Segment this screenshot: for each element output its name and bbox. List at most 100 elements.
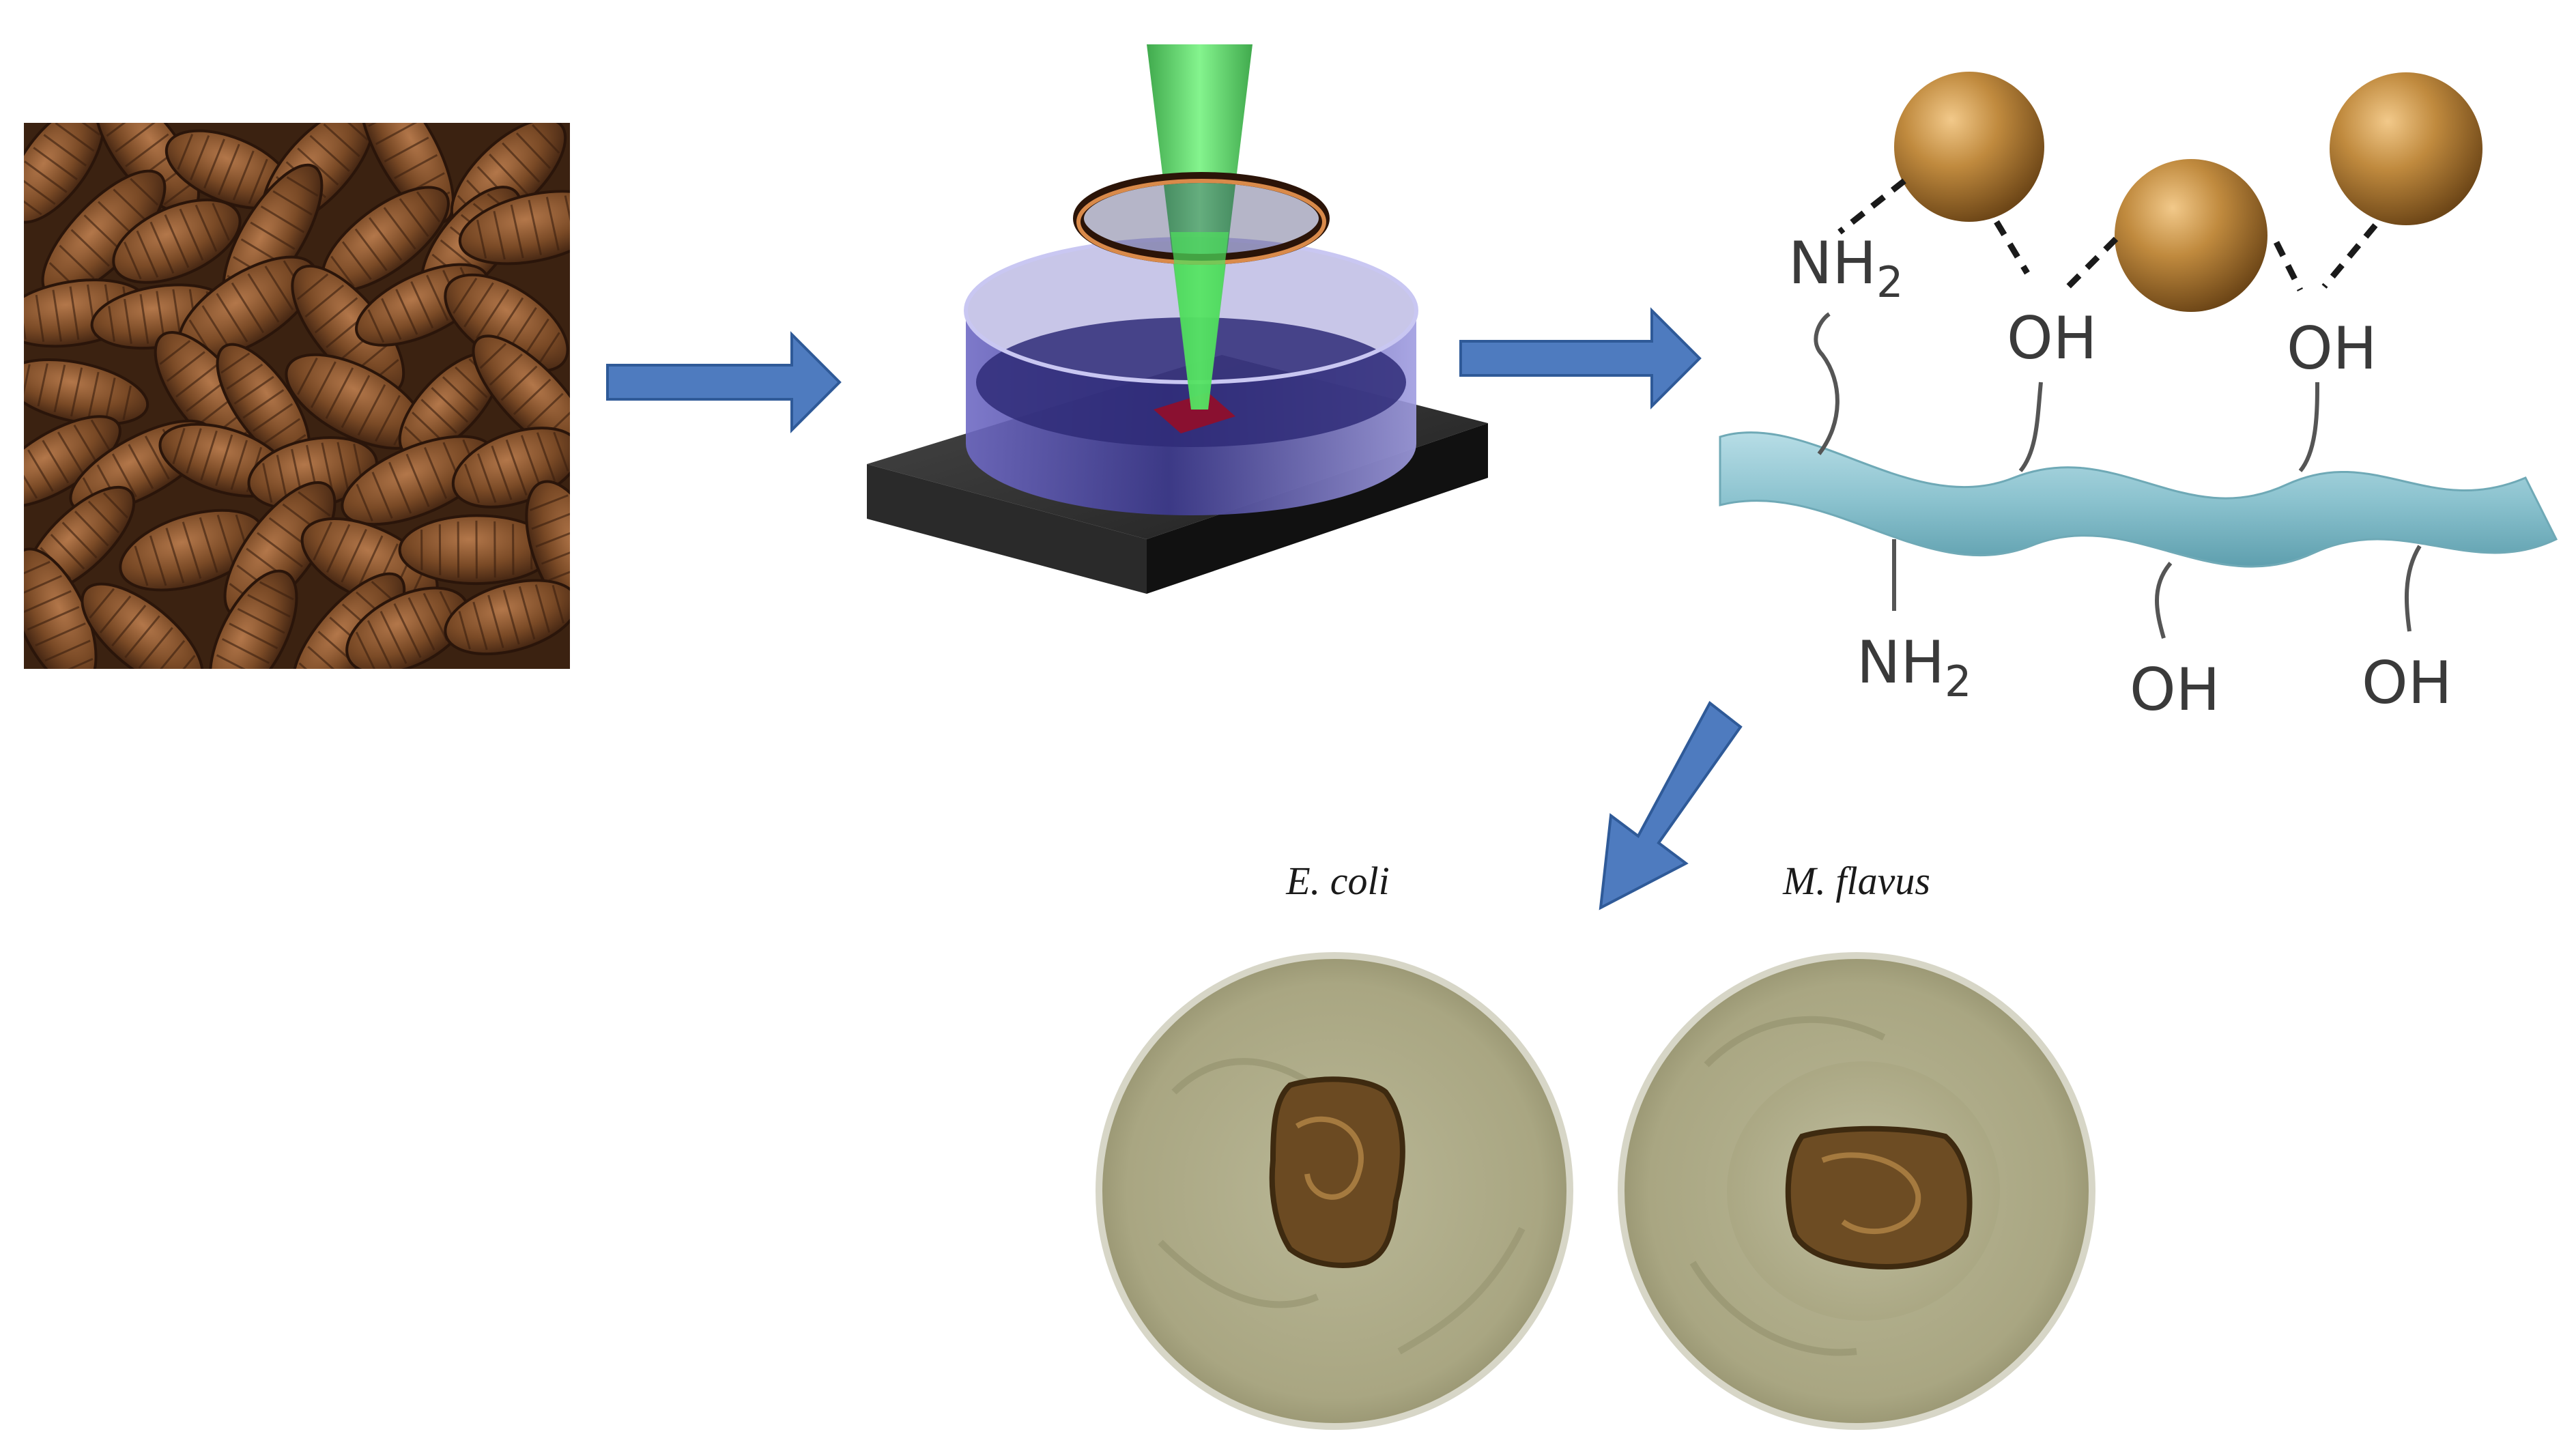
- pupa-segment: [195, 204, 218, 252]
- pupa-segment: [87, 500, 119, 534]
- pupa-segment: [584, 197, 592, 235]
- pupa-segment: [564, 195, 570, 244]
- pupa-segment: [200, 430, 218, 481]
- pupa-segment: [356, 483, 373, 522]
- pupa-segment: [175, 363, 218, 398]
- pupa-segment: [229, 622, 278, 650]
- pupa-segment: [153, 640, 186, 669]
- pupa-segment: [257, 532, 303, 568]
- pupa-segment: [216, 654, 260, 669]
- label-m-flavus: M. flavus: [1782, 859, 1930, 903]
- pupa-segment: [52, 289, 62, 342]
- pupa-segment: [356, 535, 384, 591]
- pupa-segment: [416, 191, 441, 223]
- pupa-segment: [53, 364, 66, 413]
- pupa-segment: [296, 273, 329, 300]
- pupa-segment: [124, 242, 142, 280]
- arrow-down-left: [1599, 700, 1743, 910]
- label-oh-bottom-1: OH: [2130, 656, 2220, 724]
- pupa-segment: [371, 472, 393, 519]
- pupa-segment: [297, 147, 339, 186]
- pupa-segment: [33, 147, 78, 181]
- pupa-segment: [165, 528, 185, 584]
- pupa-segment: [68, 123, 100, 136]
- pupa-segment: [393, 603, 422, 659]
- pupa-segment: [136, 230, 159, 278]
- pupa-segment: [59, 244, 95, 279]
- pupa-segment: [90, 419, 111, 450]
- pupa-segment: [442, 376, 479, 412]
- pupa-segment: [341, 375, 371, 429]
- pupa-segment: [325, 367, 354, 419]
- pupa-segment: [548, 558, 570, 582]
- label-nh2-bottom: NH2: [1857, 629, 1971, 706]
- pupa-segment: [367, 620, 392, 669]
- pupa-segment: [111, 605, 147, 647]
- pupa-segment: [104, 377, 116, 421]
- antibacterial-plates: E. coli M. flavus: [1096, 859, 2095, 1430]
- pupa-segment: [381, 298, 402, 340]
- pupa-segment: [399, 198, 429, 238]
- pupa-segment: [247, 273, 280, 323]
- pupa-segment: [24, 191, 42, 216]
- pupa-segment: [264, 266, 294, 311]
- pupa-segment: [55, 123, 95, 152]
- pupa-segment: [35, 294, 45, 342]
- pupa-segment: [134, 545, 149, 586]
- pupa-segment: [323, 123, 360, 158]
- pupa-segment: [212, 203, 230, 241]
- pupa-segment: [463, 282, 494, 328]
- plate-e-coli: [1096, 952, 1573, 1430]
- chitosan-chain: NH2 OH OH NH2 OH OH: [1719, 72, 2558, 724]
- pupa-segment: [363, 90, 394, 107]
- nanoparticle-1: [1894, 72, 2044, 222]
- pupa-segment: [341, 241, 372, 281]
- pupa-segment: [541, 541, 570, 565]
- pupa-segment: [513, 378, 552, 416]
- pupa-segment: [515, 132, 551, 169]
- pupa-segment: [552, 584, 564, 624]
- pupa-segment: [61, 521, 98, 559]
- sample-disc-2: [1785, 1125, 1973, 1269]
- pupa-segment: [203, 139, 225, 189]
- pupa-segment: [172, 289, 182, 339]
- pupa-segment: [130, 177, 159, 206]
- pupa-segment: [326, 523, 351, 573]
- arrow-right-1: [606, 331, 842, 433]
- pupa-segment: [89, 588, 115, 619]
- pupa-segment: [37, 363, 48, 407]
- pupa-segment: [375, 394, 401, 442]
- pupa-segment: [357, 384, 386, 436]
- pupa-segment: [489, 353, 523, 386]
- label-e-coli: E. coli: [1285, 859, 1389, 903]
- label-oh-top-2: OH: [2287, 315, 2377, 383]
- pupa-segment: [216, 293, 248, 343]
- pupa-segment: [199, 517, 218, 573]
- pupa-segment: [510, 204, 524, 259]
- pupa-segment: [477, 453, 497, 503]
- pupa-segment: [314, 297, 358, 334]
- pupa-segment: [252, 403, 294, 432]
- pupa-segment: [330, 255, 355, 287]
- pupa-segment: [310, 361, 337, 408]
- pupa-segment: [172, 428, 186, 465]
- pupa-segment: [502, 590, 520, 645]
- pupa-segment: [190, 134, 210, 181]
- pupa-segment: [57, 431, 84, 474]
- pupa-segment: [73, 425, 98, 463]
- pupa-segment: [536, 432, 556, 482]
- pupa-segment: [250, 221, 296, 250]
- pupa-segment: [27, 449, 54, 492]
- pupa-segment: [298, 491, 331, 517]
- nanoparticle-3: [2330, 72, 2482, 225]
- pupa-segment: [380, 610, 407, 664]
- pupa-segment: [138, 627, 173, 669]
- pupa-segment: [24, 460, 38, 499]
- pupa-segment: [69, 286, 80, 340]
- pupa-segment: [128, 444, 154, 489]
- pupa-segment: [526, 392, 564, 429]
- pupa-segment: [113, 188, 149, 223]
- pupa-segment: [304, 284, 345, 318]
- arrow-right-2: [1459, 307, 1702, 410]
- pupa-segment: [491, 445, 513, 500]
